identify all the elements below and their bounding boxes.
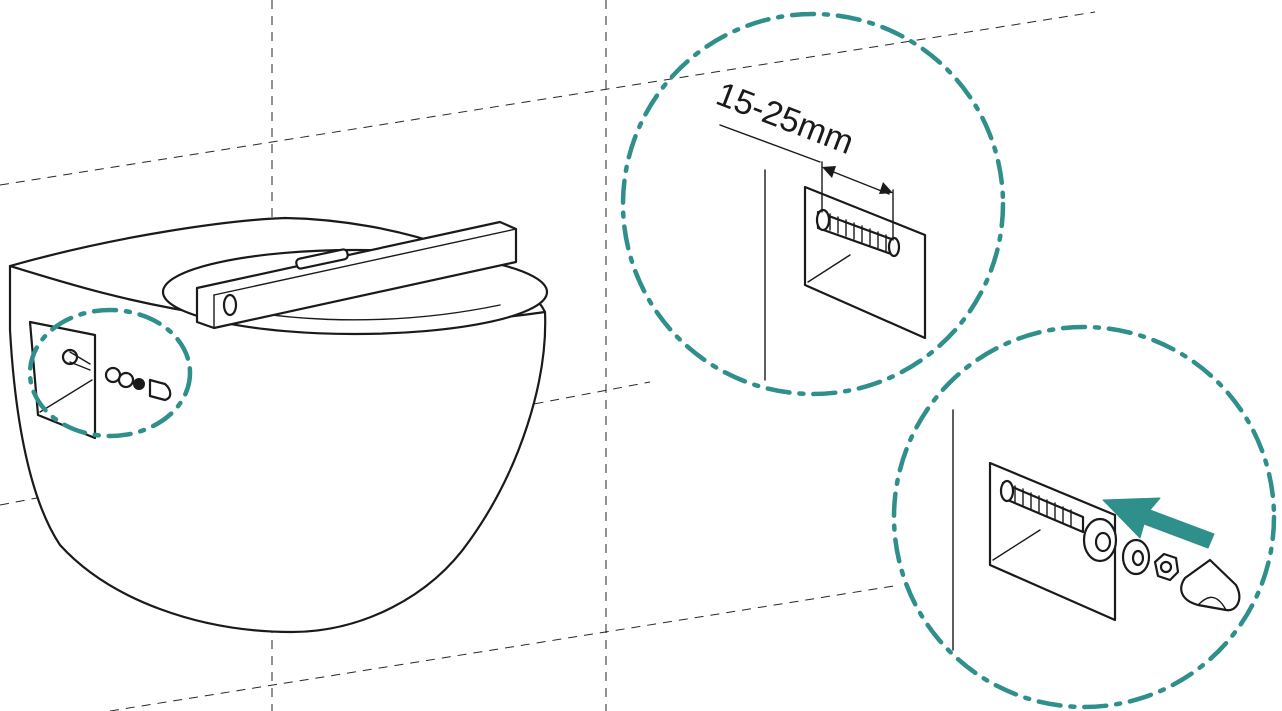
assembly-detail	[952, 409, 1241, 651]
toilet-detail-callout	[27, 307, 193, 439]
long-bolt	[999, 479, 1085, 534]
assembly-callout	[891, 324, 1277, 710]
spirit-level	[195, 220, 518, 330]
measurement-callout	[620, 11, 1006, 397]
small-fixing-set	[61, 348, 172, 402]
cover-cap	[1180, 558, 1241, 612]
insertion-arrow	[1102, 497, 1215, 549]
measurement-detail: 15-25mm	[711, 75, 927, 381]
threaded-rod	[815, 208, 901, 258]
